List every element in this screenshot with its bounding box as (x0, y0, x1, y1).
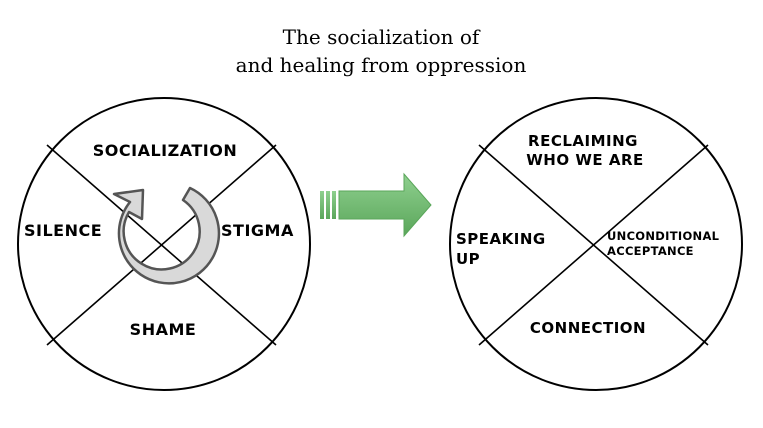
label-speaking-line2: UP (456, 250, 480, 268)
label-reclaiming-line2: WHO WE ARE (526, 151, 644, 169)
label-acceptance-line2: ACCEPTANCE (607, 244, 694, 258)
label-connection: CONNECTION (530, 319, 646, 337)
label-socialization: SOCIALIZATION (93, 141, 237, 160)
label-silence: SILENCE (24, 221, 102, 240)
left-circle-outline (17, 97, 311, 391)
healing-circle (449, 97, 743, 391)
socialization-circle (17, 97, 311, 391)
diagram-title-line2: and healing from oppression (236, 53, 527, 77)
right-circle-outline (449, 97, 743, 391)
left-circle-divider-b (46, 144, 277, 346)
label-stigma: STIGMA (221, 221, 294, 240)
label-shame: SHAME (130, 320, 197, 339)
label-unconditional-line1: UNCONDITIONAL (607, 229, 720, 243)
cycle-arrow-icon (112, 186, 221, 285)
label-speaking-line1: SPEAKING (456, 230, 546, 248)
diagram-title-line1: The socialization of (283, 25, 481, 49)
right-arrow-icon (320, 172, 432, 238)
label-reclaiming-line1: RECLAIMING (528, 132, 638, 150)
right-circle-divider-b (478, 144, 709, 346)
